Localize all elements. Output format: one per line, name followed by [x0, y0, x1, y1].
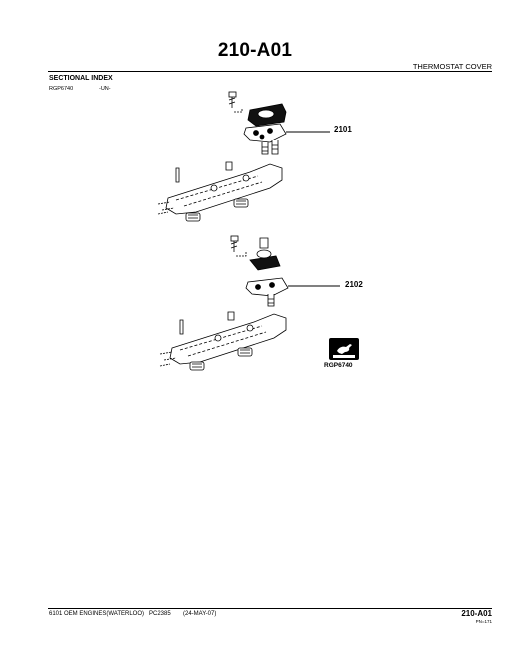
footer-manual-title: 6101 OEM ENGINES(WATERLOO) [49, 611, 145, 617]
cover-bolt-upper [228, 91, 237, 108]
page-title: 210-A01 [217, 40, 293, 61]
page-subtitle: THERMOSTAT COVER [412, 62, 492, 71]
footer-page-number: 210-A01 [461, 609, 492, 618]
footer-code: PC2385 [149, 611, 171, 617]
section-heading: SECTIONAL INDEX [49, 75, 113, 82]
figure-suffix: -UN- [99, 86, 111, 92]
thermostat-housing-lower [169, 313, 287, 365]
footer-page-sub: PN=171 [475, 619, 492, 624]
callout-2102[interactable]: 2102 [345, 280, 363, 289]
header-divider [48, 71, 492, 72]
logo-caption: RGP6740 [324, 362, 353, 369]
gasket-upper [243, 123, 287, 143]
footer-divider [48, 608, 492, 609]
callout-2101[interactable]: 2101 [334, 125, 352, 134]
thermostat-upper [261, 140, 279, 155]
footer-date: (24-MAY-07) [183, 611, 217, 617]
gasket-lower [245, 277, 289, 297]
cover-bolt-lower [230, 235, 239, 252]
john-deere-logo-icon [329, 338, 359, 360]
thermostat-lower [267, 294, 275, 307]
figure-id: RGP6740 [49, 86, 74, 92]
thermostat-housing-upper [165, 163, 283, 215]
